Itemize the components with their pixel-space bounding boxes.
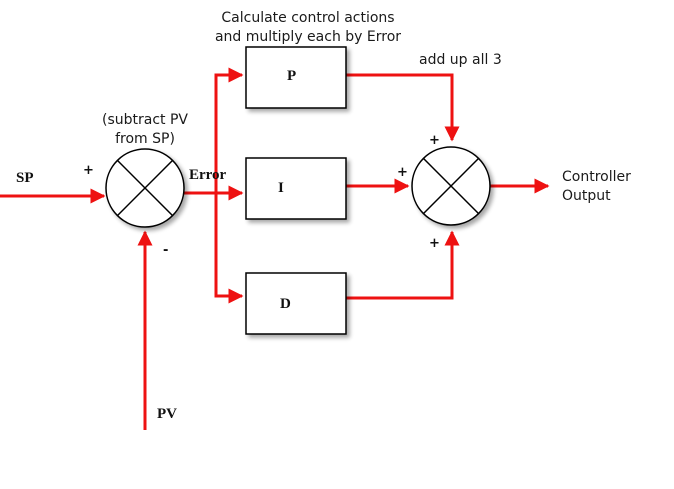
add-note: add up all 3 [419,52,502,68]
header-line-2: and multiply each by Error [215,29,401,45]
pv-minus-sign: - [163,243,168,258]
output-summing-junction [411,146,491,226]
subtract-note-line-2: from SP) [115,131,175,147]
header-line-1: Calculate control actions [221,10,394,26]
error-branch-line [214,67,244,193]
i-block [245,157,347,220]
d-output-line [346,230,460,300]
left-plus-sign: + [397,165,408,180]
i-block-label: I [278,180,284,196]
pv-label: PV [157,406,177,422]
error-summing-junction [105,148,185,228]
controller-output-line-1: Controller [562,169,631,185]
error-branch-d-line [214,193,244,304]
signal-lines [0,67,550,430]
error-label: Error [189,167,227,183]
d-block [245,272,347,335]
sp-label: SP [16,170,34,186]
top-plus-sign: + [429,133,440,148]
p-block-label: P [287,68,296,84]
bottom-plus-sign: + [429,236,440,251]
subtract-note-line-1: (subtract PV [102,112,188,128]
p-output-line [346,73,460,142]
sp-plus-sign: + [83,163,94,178]
d-block-label: D [280,296,291,312]
controller-output-line-2: Output [562,188,611,204]
p-block [245,46,347,109]
